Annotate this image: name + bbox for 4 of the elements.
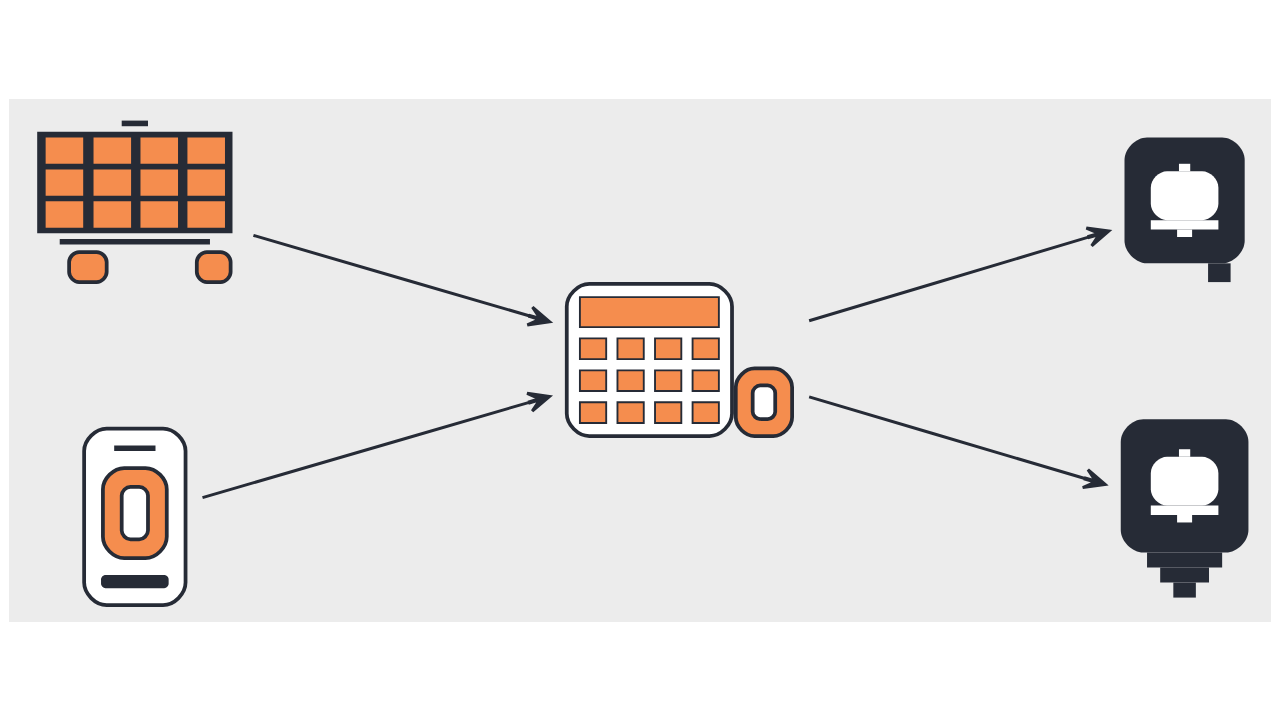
arrow [808,394,1107,489]
arrow [253,233,552,326]
arrow [808,226,1111,322]
arrow [202,391,551,499]
